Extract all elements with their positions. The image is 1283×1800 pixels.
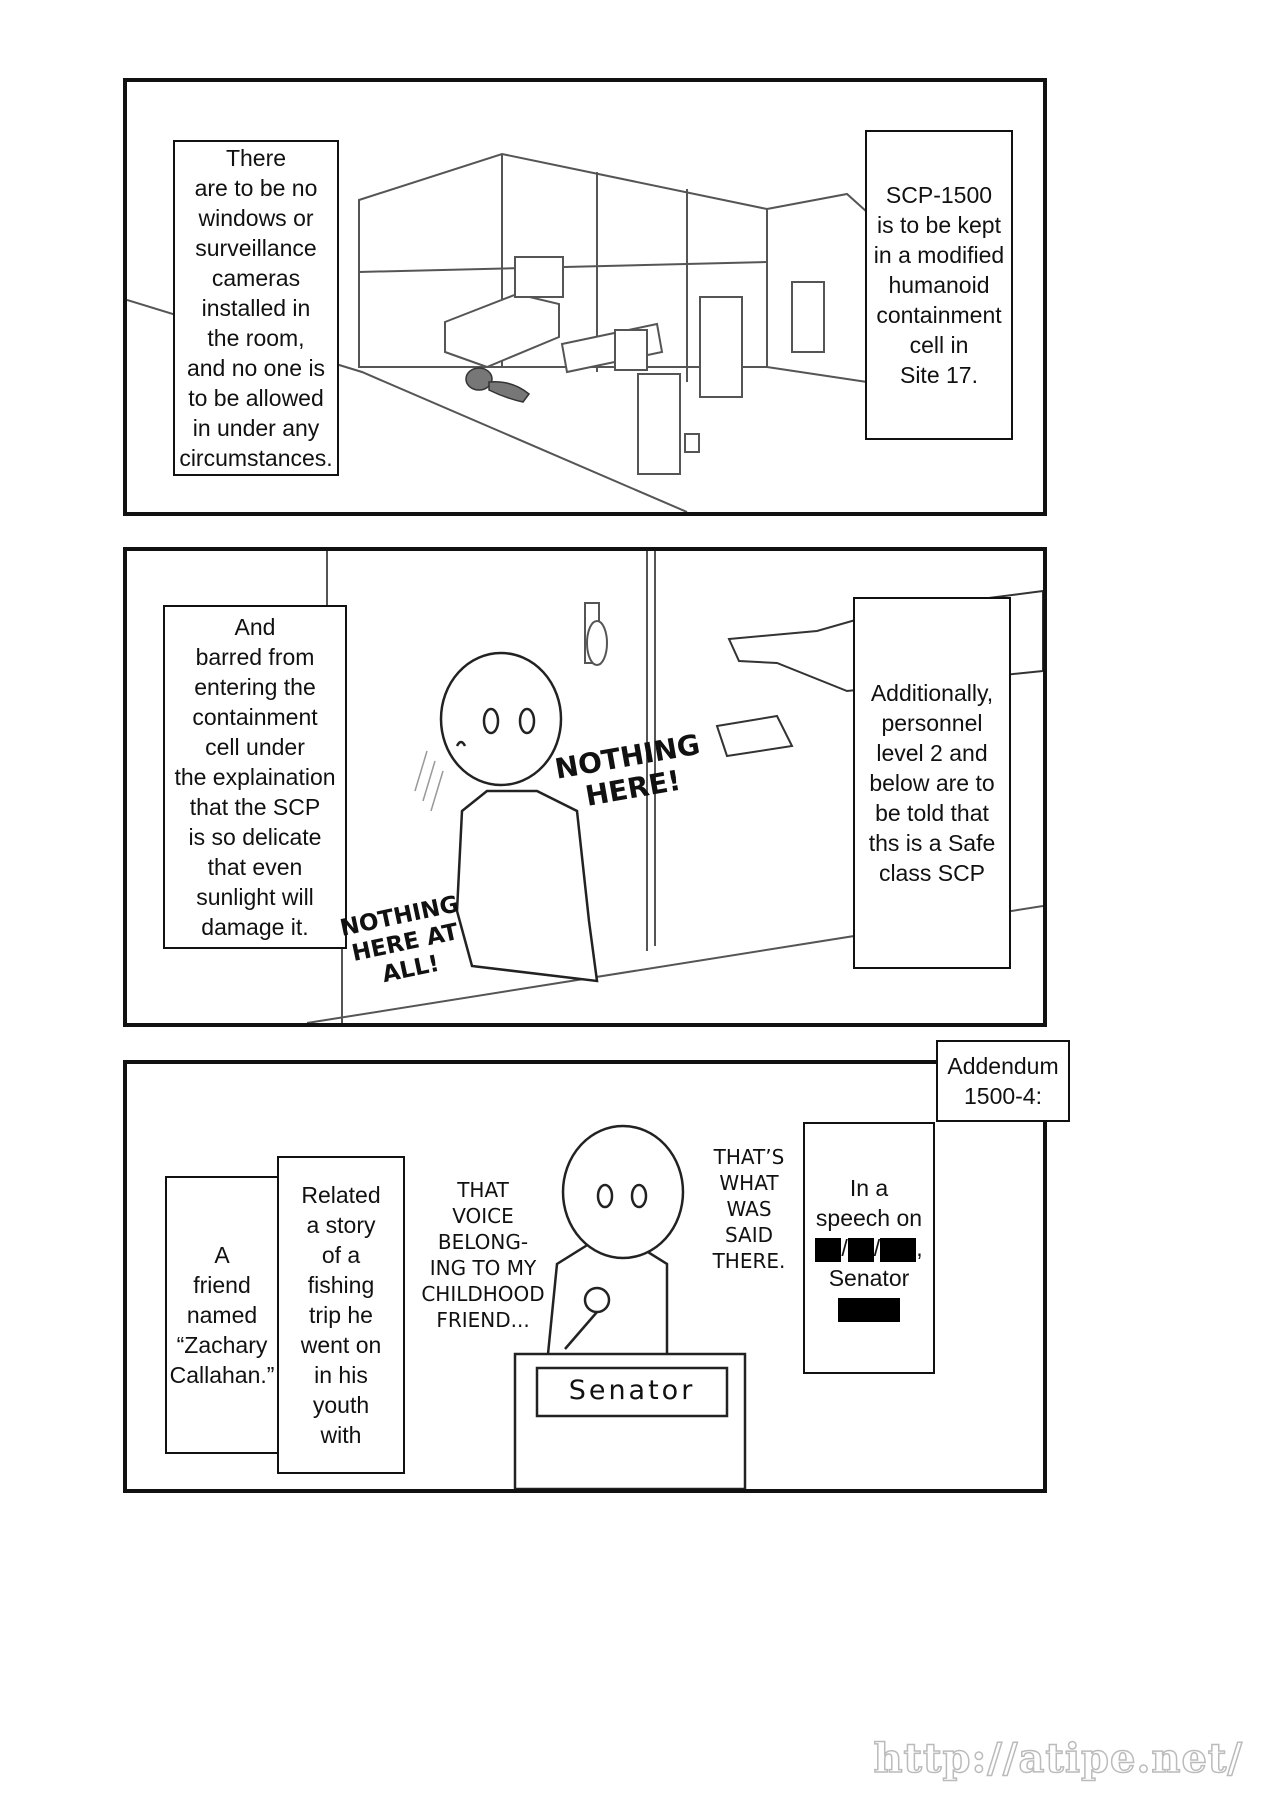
- senator-illustration: [513, 1124, 747, 1489]
- date-separator: ,: [916, 1235, 923, 1261]
- speech-redacted-name: [838, 1293, 900, 1323]
- caption-senator-speech: In a speech on / /, Senator: [803, 1122, 935, 1374]
- caption-barred-entry-text: And barred from entering the containment…: [174, 614, 336, 940]
- caption-no-windows-text: There are to be no windows or surveillan…: [179, 145, 333, 471]
- redaction-bar: [815, 1237, 842, 1262]
- watermark: http://atipe.net/: [873, 1734, 1243, 1783]
- speech-redacted-date: / /,: [815, 1233, 923, 1263]
- caption-barred-entry: And barred from entering the containment…: [163, 605, 347, 949]
- caption-containment-site: SCP-1500 is to be kept in a modified hum…: [865, 130, 1013, 440]
- caption-friend-name-text: A friend named “Zachary Callahan.”: [169, 1242, 275, 1388]
- scp-figure-lying: [465, 367, 531, 403]
- caption-fishing-story-text: Related a story of a fishing trip he wen…: [300, 1182, 382, 1448]
- containment-room-illustration: [127, 152, 868, 512]
- caption-containment-site-text: SCP-1500 is to be kept in a modified hum…: [873, 182, 1005, 388]
- caption-friend-name: A friend named “Zachary Callahan.”: [165, 1176, 279, 1454]
- panel-door-figure: And barred from entering the containment…: [123, 547, 1047, 1027]
- speech-line-2: speech on: [815, 1205, 923, 1231]
- caption-fishing-story: Related a story of a fishing trip he wen…: [277, 1156, 405, 1474]
- podium-sign: Senator: [568, 1375, 696, 1406]
- caption-safe-class-text: Additionally, personnel level 2 and belo…: [868, 680, 996, 886]
- date-separator: /: [873, 1235, 881, 1261]
- speech-line-3: Senator: [828, 1265, 910, 1291]
- date-separator: /: [841, 1235, 848, 1261]
- redaction-bar: [847, 1237, 874, 1262]
- redaction-bar: [880, 1237, 917, 1262]
- nervous-scp-figure: [439, 651, 599, 983]
- caption-safe-class: Additionally, personnel level 2 and belo…: [853, 597, 1011, 969]
- addendum-label-text: Addendum 1500-4:: [947, 1053, 1059, 1109]
- redaction-bar: [838, 1297, 900, 1322]
- speech-line-1: In a: [849, 1175, 889, 1201]
- caption-no-windows: There are to be no windows or surveillan…: [173, 140, 339, 476]
- dialogue-childhood-friend: THAT VOICE BELONG- ING TO MY CHILDHOOD F…: [421, 1178, 545, 1332]
- dialogue-what-was-said: THAT’S WHAT WAS SAID THERE.: [712, 1145, 786, 1273]
- panel-senator-speech: Senator THAT VOICE BELONG- ING TO MY CHI…: [123, 1060, 1047, 1493]
- addendum-label: Addendum 1500-4:: [936, 1040, 1070, 1122]
- panel-containment-room: There are to be no windows or surveillan…: [123, 78, 1047, 516]
